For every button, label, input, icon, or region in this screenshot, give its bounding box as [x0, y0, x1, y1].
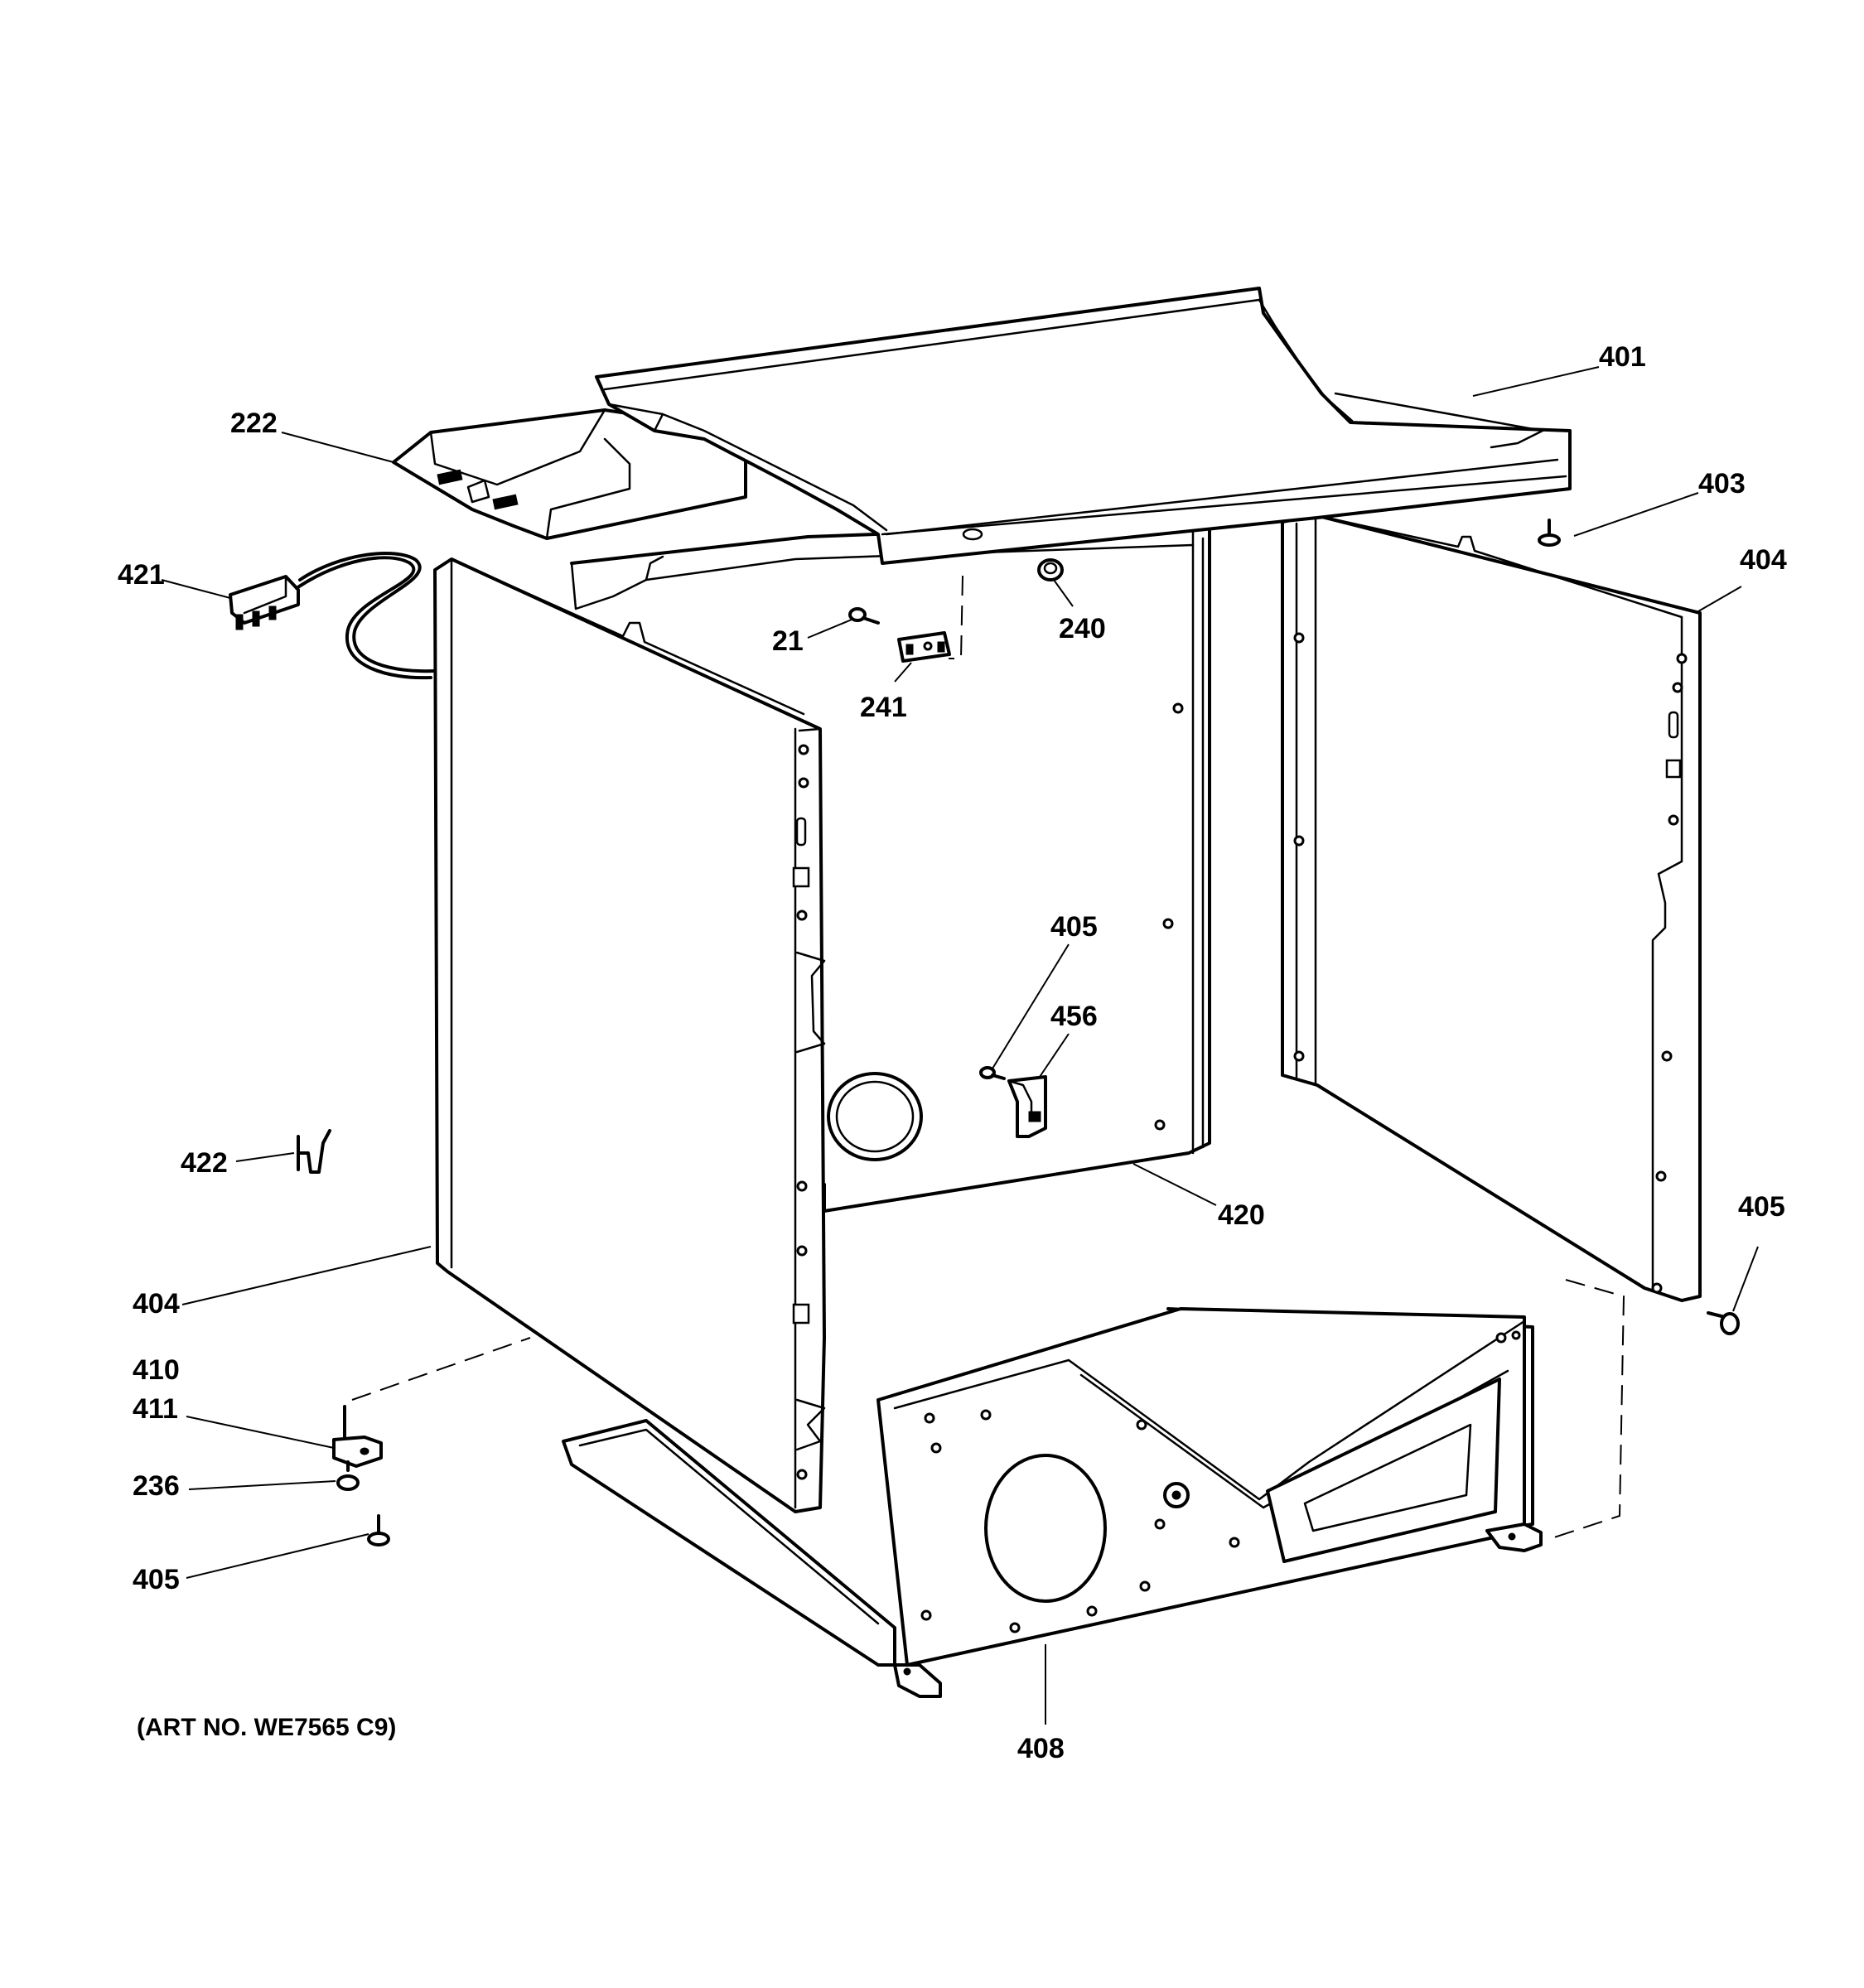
- callout-420: 420: [1218, 1199, 1265, 1231]
- part-404-left-side-panel: [433, 557, 826, 1513]
- callout-408: 408: [1017, 1733, 1065, 1764]
- callout-456: 456: [1050, 1001, 1098, 1032]
- part-456-bracket: [1007, 1075, 1047, 1138]
- part-240-plug: [1037, 558, 1064, 581]
- part-21-screw: [848, 607, 880, 625]
- callout-401: 401: [1599, 341, 1646, 373]
- callout-405-right: 405: [1738, 1191, 1785, 1223]
- part-405-mid-screw: [979, 1066, 1006, 1080]
- part-222-rear-bracket: [392, 408, 747, 540]
- callout-404-right: 404: [1740, 544, 1787, 576]
- assembly-lines: [351, 575, 1625, 1540]
- callout-236: 236: [133, 1470, 180, 1502]
- part-404-right-side-panel: [1281, 514, 1702, 1302]
- callout-421: 421: [118, 559, 165, 591]
- part-405-right-screw: [1707, 1311, 1740, 1335]
- callout-222: 222: [230, 408, 278, 439]
- part-236-foot-pad: [336, 1474, 360, 1491]
- callout-405-left: 405: [133, 1564, 180, 1595]
- part-241-bracket: [897, 631, 951, 663]
- part-422-clip: [297, 1129, 331, 1174]
- leader-lines: [161, 366, 1759, 1725]
- callout-404-left: 404: [133, 1288, 180, 1320]
- callout-21: 21: [772, 625, 804, 657]
- callout-240: 240: [1059, 613, 1106, 644]
- part-421-power-cord: [229, 552, 437, 680]
- part-408-base-frame: [562, 1307, 1543, 1698]
- part-405-left-bolt: [367, 1514, 390, 1546]
- callout-422: 422: [181, 1147, 228, 1179]
- part-410-411-leveling-leg: [332, 1405, 383, 1472]
- part-401-top-panel: [595, 287, 1572, 565]
- callout-labels: 401 222 403 421 404 240 21 241 405 456 4…: [118, 341, 1787, 1764]
- callout-405-mid: 405: [1050, 911, 1098, 943]
- callout-410: 410: [133, 1354, 180, 1386]
- part-403-screw: [1538, 519, 1561, 547]
- callout-241: 241: [860, 692, 907, 723]
- callout-411: 411: [133, 1393, 178, 1425]
- art-number: (ART NO. WE7565 C9): [137, 1714, 396, 1741]
- callout-403: 403: [1698, 468, 1746, 499]
